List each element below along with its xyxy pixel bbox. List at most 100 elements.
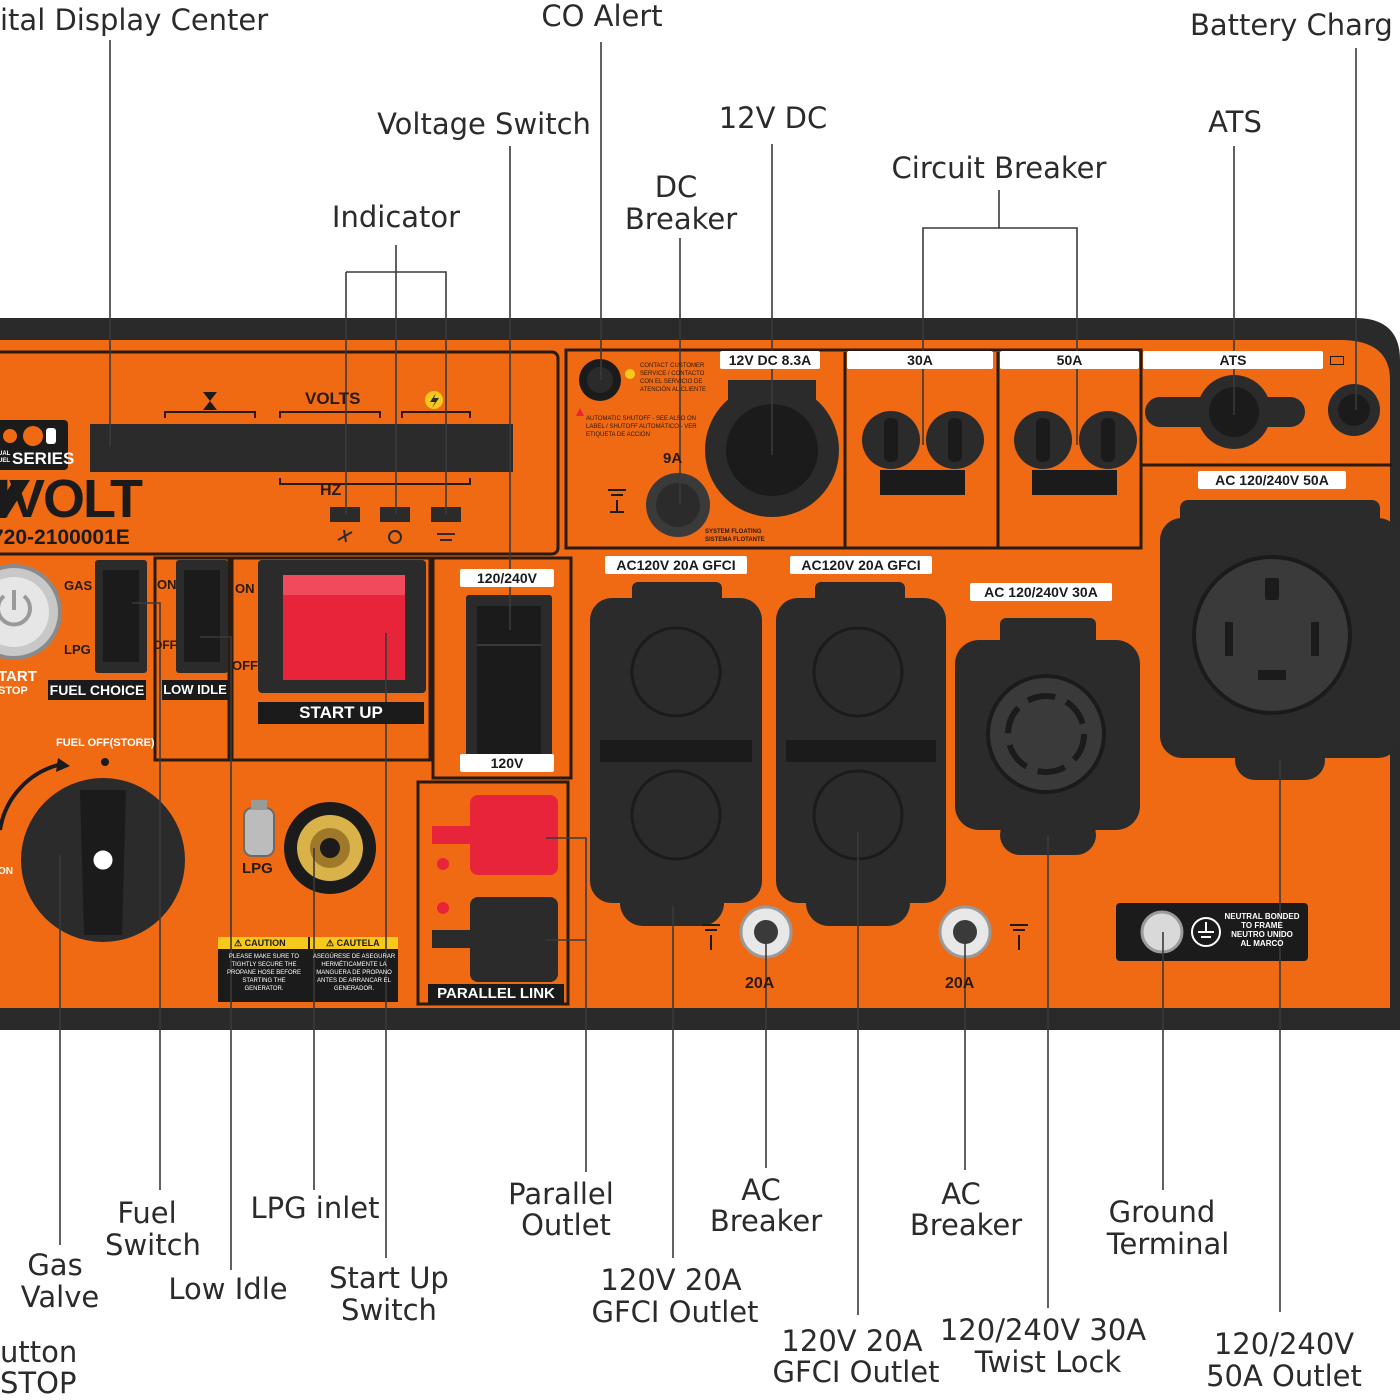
callout-gfci-outlet-a-1: 120V 20A: [600, 1263, 742, 1297]
ac-breaker-1-value: 20A: [745, 975, 775, 992]
caution-en-title: ⚠ CAUTION: [234, 938, 286, 948]
callout-start-up-switch-2: Switch: [341, 1293, 437, 1327]
series-label: SERIES: [12, 449, 75, 468]
display-brackets: [164, 411, 471, 485]
caution-en-text: PLEASE MAKE SURE TO TIGHTLY SECURE THE P…: [227, 954, 301, 992]
series-prefix: UAL UEL: [0, 451, 11, 464]
fuel-icon: [23, 426, 43, 446]
ac-50a-badge: AC 120/240V 50A: [1198, 471, 1346, 489]
lpg-label: LPG: [64, 642, 91, 657]
indicator-light-2: [380, 507, 410, 522]
callout-fuel-switch-2: Switch: [105, 1228, 201, 1262]
callout-twist-lock-2: Twist Lock: [974, 1345, 1122, 1379]
callout-start-up-switch-1: Start Up: [329, 1261, 449, 1295]
caution-es-text: ASEGÚRESE DE ASEGURAR HERMÉTICAMENTE LA …: [312, 954, 396, 992]
breaker-50a-badge: 50A: [1000, 351, 1139, 369]
indicator-light-1: [330, 507, 360, 522]
neutral-bonded-text: NEUTRAL BONDED TO FRAME NEUTRO UNIDO AL …: [1224, 912, 1300, 948]
low-idle-label: LOW IDLE: [162, 680, 228, 700]
callout-dc-breaker-1: DC: [654, 170, 698, 204]
start-up-label: START UP: [258, 702, 424, 724]
gas-valve-on-label: ON: [0, 866, 13, 877]
ats-badge: ATS: [1143, 351, 1323, 369]
panel-hz-label: HZ: [320, 482, 342, 499]
system-floating-text: SYSTEM FLOATING SISTEMA FLOTANTE: [705, 529, 765, 543]
warning-icon: [576, 408, 584, 416]
callout-battery-charger: Battery Charg: [1190, 8, 1393, 42]
lpg-bottle-icon: [243, 807, 275, 857]
start-up-on-label: ON: [235, 581, 255, 596]
callout-indicator: Indicator: [331, 200, 461, 234]
gas-label: GAS: [64, 578, 93, 593]
callout-ground-terminal-1: Ground: [1108, 1195, 1216, 1229]
co-icon: [625, 369, 635, 379]
gfci-receptacles-1: [630, 626, 722, 861]
drop-icon: [3, 429, 17, 443]
leader-lines: [59, 40, 1357, 1315]
parallel-link-label: PARALLEL LINK: [428, 984, 564, 1004]
callout-50a-outlet-2: 50A Outlet: [1206, 1359, 1362, 1393]
caution-es-title: ⚠ CAUTELA: [326, 938, 380, 948]
callout-gfci-outlet-a-2: GFCI Outlet: [591, 1295, 759, 1329]
callout-button-stop-1: utton: [0, 1335, 78, 1369]
breaker-30a-badge: 30A: [847, 351, 993, 369]
battery-icon: [1330, 356, 1344, 365]
gfci-1-badge: AC120V 20A GFCI: [605, 556, 747, 574]
callout-button-stop-2: STOP: [0, 1366, 77, 1400]
fuel-choice-label: FUEL CHOICE: [48, 680, 146, 700]
callout-co-alert: CO Alert: [541, 0, 663, 33]
fuel-off-store-label: FUEL OFF(STORE): [56, 737, 155, 749]
callout-fuel-switch-1: Fuel: [117, 1196, 177, 1230]
start-label-2: STOP: [0, 685, 28, 697]
callout-low-idle: Low Idle: [168, 1272, 288, 1306]
dc-breaker-value: 9A: [663, 450, 683, 467]
callout-lpg-inlet: LPG inlet: [250, 1191, 380, 1225]
voltage-120-badge: 120V: [460, 754, 554, 772]
ac-breaker-2-value: 20A: [945, 975, 975, 992]
callout-twist-lock-1: 120/240V 30A: [939, 1313, 1147, 1347]
power-icon: [0, 594, 32, 627]
callout-12v-dc: 12V DC: [718, 101, 828, 135]
callout-gfci-outlet-b-1: 120V 20A: [781, 1324, 923, 1358]
parallel-terminal-positive: [470, 795, 558, 875]
lpg-inlet-panel-label: LPG: [242, 860, 273, 877]
panel-volts-label: VOLTS: [305, 389, 361, 408]
gfci-2-badge: AC120V 20A GFCI: [790, 556, 932, 574]
brand-logo: IVOLT: [0, 469, 143, 529]
callout-dc-breaker-2: Breaker: [624, 202, 738, 236]
start-up-off-label: OFF: [232, 658, 258, 673]
indicator-icons: [337, 529, 455, 544]
circuit-breaker-30a: [862, 411, 984, 495]
dc-12v-badge: 12V DC 8.3A: [720, 351, 820, 369]
callout-gas-valve-2: Valve: [20, 1280, 100, 1314]
callout-voltage-switch: Voltage Switch: [377, 107, 591, 141]
parallel-terminal-negative: [470, 897, 558, 982]
callout-ac-breaker-b-1: AC: [941, 1177, 981, 1211]
callout-ats: ATS: [1208, 105, 1262, 139]
callout-50a-outlet-1: 120/240V: [1213, 1327, 1355, 1361]
callout-gfci-outlet-b-2: GFCI Outlet: [772, 1355, 940, 1389]
earth-ground-icon: [1191, 917, 1221, 947]
co-contact-text: CONTACT CUSTOMER SERVICE / CONTACTO CON …: [640, 363, 707, 393]
voltage-120-240-badge: 120/240V: [460, 569, 554, 587]
ground-icon-ac-1: [702, 924, 720, 950]
hourglass-icon: [203, 392, 217, 410]
callout-ac-breaker-a-2: Breaker: [709, 1204, 823, 1238]
digital-display: [90, 424, 513, 472]
ground-terminal: [1140, 910, 1184, 954]
twist-30a-badge: AC 120/240V 30A: [970, 583, 1112, 601]
indicator-light-3: [431, 507, 461, 522]
callout-ac-breaker-a-1: AC: [741, 1173, 781, 1207]
low-idle-off-label: OFF: [153, 638, 177, 652]
co-shutoff-text: AUTOMATIC SHUTOFF - SEE ALSO ON LABEL / …: [586, 416, 697, 438]
ground-icon-dc: [608, 489, 626, 513]
callout-digital-display-center: ital Display Center: [0, 3, 269, 37]
model-number: 720-2100001E: [0, 526, 130, 549]
ground-icon-ac-2: [1010, 924, 1028, 950]
start-label-1: TART: [0, 668, 37, 685]
callout-ac-breaker-b-2: Breaker: [909, 1208, 1023, 1242]
panel-dividers: [0, 348, 1392, 1006]
tank-icon: [46, 428, 56, 444]
